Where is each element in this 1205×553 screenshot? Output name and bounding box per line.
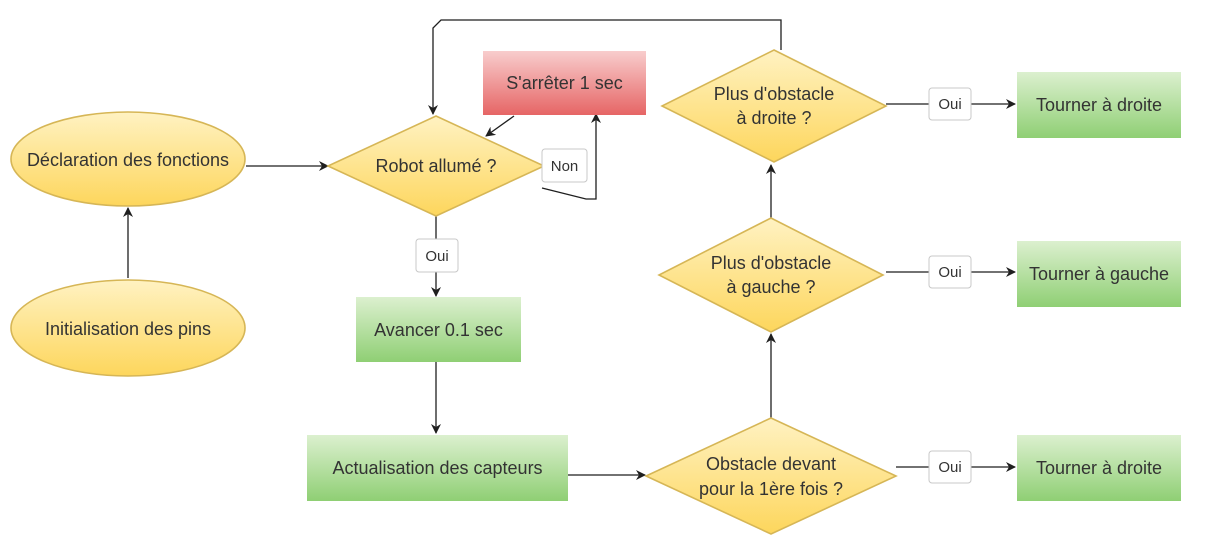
decision-shape bbox=[644, 417, 898, 535]
edge-label-oui-front-text: Oui bbox=[938, 459, 961, 476]
node-stop: S'arrêter 1 sec bbox=[483, 51, 646, 115]
node-advance-label: Avancer 0.1 sec bbox=[374, 320, 503, 340]
node-turn-right-bottom-label: Tourner à droite bbox=[1036, 458, 1162, 478]
node-stop-label: S'arrêter 1 sec bbox=[506, 73, 622, 93]
node-obstacle-front: Obstacle devant pour la 1ère fois ? bbox=[644, 417, 898, 535]
edge-label-oui-robot: Oui bbox=[415, 238, 459, 273]
edge-stop-to-robot bbox=[485, 115, 515, 137]
edge-label-box bbox=[928, 87, 972, 121]
process-shape bbox=[356, 297, 521, 362]
node-turn-right-bottom: Tourner à droite bbox=[1017, 435, 1181, 501]
edge-label-box bbox=[928, 450, 972, 484]
edge-label-non-text: Non bbox=[551, 158, 579, 175]
decision-shape bbox=[326, 115, 546, 217]
node-turn-right-top-label: Tourner à droite bbox=[1036, 95, 1162, 115]
node-advance: Avancer 0.1 sec bbox=[356, 297, 521, 362]
edge-label-oui-left: Oui bbox=[928, 255, 972, 289]
edge-label-oui-robot-text: Oui bbox=[425, 248, 448, 265]
edge-label-oui-front: Oui bbox=[928, 450, 972, 484]
edge-robot-to-stop bbox=[541, 113, 601, 200]
node-declaration-label: Déclaration des fonctions bbox=[27, 150, 229, 170]
node-no-obstacle-left-line2: à gauche ? bbox=[726, 277, 815, 297]
terminal-shape bbox=[10, 279, 246, 377]
node-sensors-label: Actualisation des capteurs bbox=[332, 458, 542, 478]
node-no-obstacle-right-line1: Plus d'obstacle bbox=[714, 84, 835, 104]
process-shape bbox=[483, 51, 646, 115]
decision-shape bbox=[657, 217, 885, 333]
node-declaration: Déclaration des fonctions bbox=[10, 111, 246, 207]
edge-label-non: Non bbox=[541, 148, 588, 183]
node-obstacle-front-line2: pour la 1ère fois ? bbox=[699, 479, 843, 499]
edge-label-oui-left-text: Oui bbox=[938, 264, 961, 281]
process-shape bbox=[307, 435, 568, 501]
edge-label-oui-right: Oui bbox=[928, 87, 972, 121]
node-robot-on: Robot allumé ? bbox=[326, 115, 546, 217]
edge-label-box bbox=[415, 238, 459, 273]
node-turn-left-label: Tourner à gauche bbox=[1029, 264, 1169, 284]
node-no-obstacle-right: Plus d'obstacle à droite ? bbox=[660, 49, 888, 163]
edge-label-oui-right-text: Oui bbox=[938, 96, 961, 113]
process-shape bbox=[1017, 72, 1181, 138]
process-shape bbox=[1017, 241, 1181, 307]
node-turn-right-top: Tourner à droite bbox=[1017, 72, 1181, 138]
process-shape bbox=[1017, 435, 1181, 501]
node-init-pins-label: Initialisation des pins bbox=[45, 319, 211, 339]
edge-label-box bbox=[541, 148, 588, 183]
node-no-obstacle-left-line1: Plus d'obstacle bbox=[711, 253, 832, 273]
node-robot-on-label: Robot allumé ? bbox=[375, 156, 496, 176]
edge-right-to-robot bbox=[428, 19, 782, 115]
node-turn-left: Tourner à gauche bbox=[1017, 241, 1181, 307]
node-sensors: Actualisation des capteurs bbox=[307, 435, 568, 501]
node-obstacle-front-line1: Obstacle devant bbox=[706, 454, 836, 474]
terminal-shape bbox=[10, 111, 246, 207]
node-no-obstacle-right-line2: à droite ? bbox=[736, 108, 811, 128]
decision-shape bbox=[660, 49, 888, 163]
edge-label-box bbox=[928, 255, 972, 289]
node-init-pins: Initialisation des pins bbox=[10, 279, 246, 377]
node-no-obstacle-left: Plus d'obstacle à gauche ? bbox=[657, 217, 885, 333]
